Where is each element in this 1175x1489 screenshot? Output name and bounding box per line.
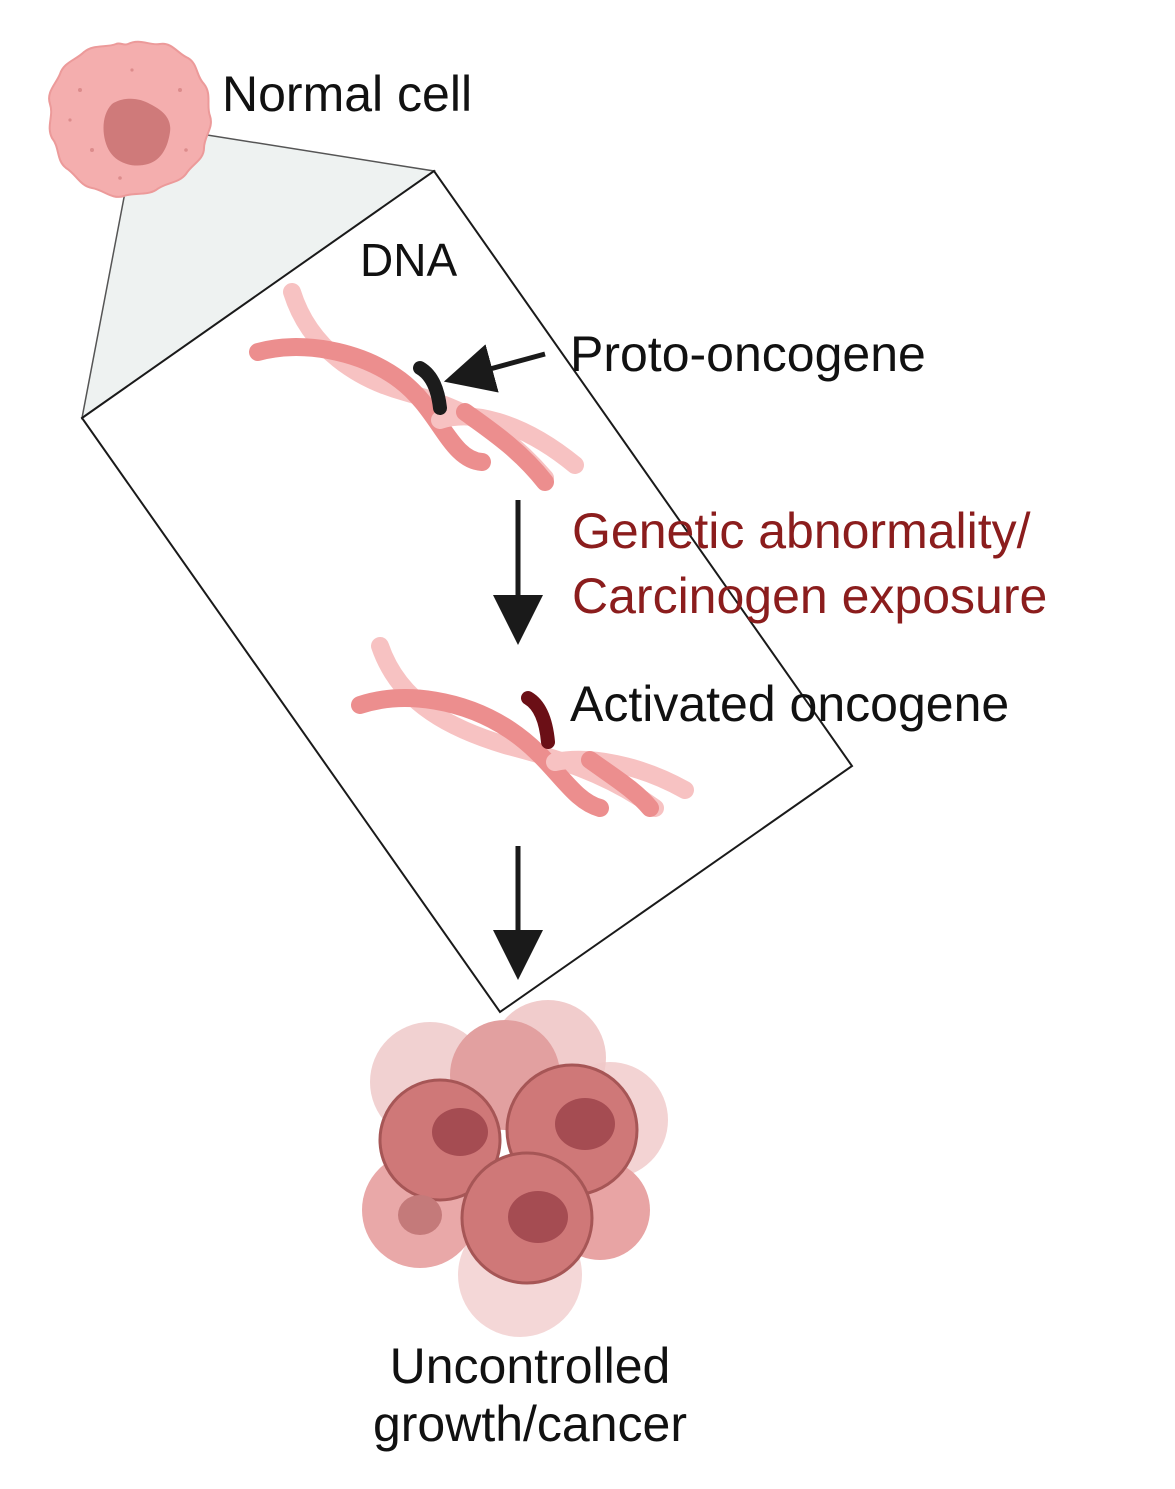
proto-oncogene-pointer-arrow — [443, 344, 546, 393]
carcinogen-exposure-label: Carcinogen exposure — [572, 568, 1048, 624]
activated-oncogene-segment — [521, 691, 555, 749]
dna-label: DNA — [360, 234, 458, 286]
proto-oncogene-label: Proto-oncogene — [570, 326, 926, 382]
uncontrolled-line-2: growth/cancer — [372, 1395, 688, 1452]
dna-helix-proto-oncogene — [249, 283, 584, 491]
cancer-cells-icon — [362, 1000, 668, 1337]
normal-cell-label: Normal cell — [222, 66, 473, 122]
uncontrolled-growth-label: Uncontrolled growth/cancer — [330, 1338, 730, 1453]
dna-helix-activated-oncogene — [351, 637, 694, 817]
activated-oncogene-label: Activated oncogene — [570, 676, 1010, 732]
normal-cell-icon — [48, 40, 212, 198]
genetic-abnormality-label: Genetic abnormality/ — [572, 503, 1031, 559]
proto-oncogene-segment — [413, 361, 447, 415]
uncontrolled-line-1: Uncontrolled — [389, 1338, 671, 1394]
